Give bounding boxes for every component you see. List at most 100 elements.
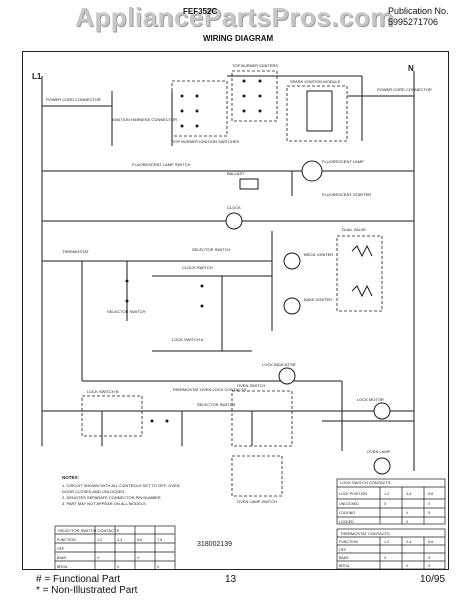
dual-valve-box	[336, 235, 383, 312]
ballast-icon	[239, 178, 259, 190]
label-selector-switch-3: SELECTOR SWITCH	[197, 402, 235, 407]
spark-module-box	[286, 85, 348, 142]
label-selector-switch-2: SELECTOR SWITCH	[107, 309, 145, 314]
label-power-cord-left: POWER CORD CONNECTOR	[46, 97, 101, 102]
watermark: AppliancePartsPros.com	[75, 2, 394, 32]
selector-table-cell: BAKE	[57, 556, 67, 560]
lock-table-cell: X	[406, 520, 409, 524]
burner-switch-group	[171, 80, 228, 137]
label-oven-lamp: OVEN LAMP	[367, 449, 391, 454]
thermo-table-cell: OFF	[339, 548, 347, 552]
spark-module-icon	[306, 90, 333, 132]
legend-non-illustrated: * = Non-Illustrated Part	[36, 585, 138, 596]
label-lock-switch-b: LOCK SWITCH B	[87, 389, 119, 394]
label-power-cord-right: POWER CORD CONNECTOR	[377, 87, 432, 92]
note-1b: DOOR CLOSED AND UNLOCKED.	[62, 489, 125, 494]
oven-switch-box	[231, 390, 293, 447]
thermo-table-header: FUNCTION	[339, 540, 358, 544]
lock-table-cell: UNLOCKED	[339, 502, 359, 506]
diagram-frame	[22, 51, 449, 570]
label-spark-module: SPARK IGNITION MODULE	[290, 79, 341, 84]
selector-table-cell: BROIL	[57, 565, 68, 569]
label-oven-lamp-switch: OVEN LAMP SWITCH	[237, 499, 277, 504]
selector-table-cell: X	[117, 565, 120, 569]
clock-icon	[225, 212, 243, 230]
thermo-table-cell: BROIL	[339, 564, 350, 568]
note-1: 1. CIRCUIT SHOWN WITH ALL CONTROLS SET T…	[62, 483, 180, 488]
label-oven-switch: OVEN SWITCH	[237, 383, 265, 388]
diagram-title: WIRING DIAGRAM	[203, 34, 274, 43]
selector-table-header: 3-4	[117, 538, 122, 542]
lock-table-cell: X	[428, 502, 431, 506]
thermo-table-header: 1-2	[384, 540, 389, 544]
label-dual-valve: DUAL VALVE	[342, 227, 366, 232]
revision-date: 10/95	[420, 574, 446, 585]
label-ballast: BALLAST	[227, 171, 245, 176]
label-ignition-harness: IGNITION HARNESS CONNECTOR	[112, 117, 177, 122]
label-broil-ignitor: BROIL IGNITER	[304, 252, 333, 257]
label-clock-switch: CLOCK SWITCH	[182, 265, 213, 270]
thermo-table-cell: BAKE	[339, 556, 349, 560]
publication-label: Publication No.	[388, 6, 449, 16]
legend-functional: # = Functional Part	[36, 574, 121, 585]
lock-table-header: LOCK POSITION	[339, 492, 367, 496]
note-3: 3. PART MAY NOT APPEAR ON ALL MODELS.	[62, 501, 147, 506]
selector-table-header: 5-6	[137, 538, 142, 542]
page-number: 13	[225, 574, 237, 585]
notes-title: NOTES:	[62, 475, 80, 480]
lock-table-cell: X	[406, 511, 409, 515]
selector-table-cell: X	[97, 556, 100, 560]
lock-table-header: 1-2	[384, 492, 389, 496]
label-clock: CLOCK	[227, 205, 241, 210]
label-n: N	[408, 64, 414, 73]
publication-number: 5995271706	[388, 17, 439, 27]
lock-table-cell: X	[384, 502, 387, 506]
broil-ignitor-icon	[283, 252, 301, 270]
thermo-table-header: 3-4	[406, 540, 411, 544]
label-lock-indicator: LOCK INDICATOR	[262, 362, 296, 367]
label-fluorescent-starter: FLUORESCENT STARTER	[322, 192, 371, 197]
oven-lamp-switch-box	[231, 455, 283, 497]
label-bake-ignitor: BAKE IGNITER	[304, 297, 332, 302]
ignitor-group	[231, 70, 278, 122]
lock-table-header: 3-4	[406, 492, 411, 496]
thermostat-contacts-table	[336, 528, 446, 570]
note-2: 2. DENOTES SEPARATE CONNECTOR PIN NUMBER	[62, 495, 161, 500]
label-lock-switch-a: LOCK SWITCH A	[172, 337, 204, 342]
label-thermostat-lock: THERMOSTAT OVEN LOCK CONTACTS	[172, 387, 246, 392]
lock-switch-b-box	[81, 395, 143, 437]
thermo-table-cell: X	[384, 556, 387, 560]
thermo-table-cell: X	[428, 564, 431, 568]
lock-table-cell: X	[428, 511, 431, 515]
lock-table-cell: LOCKING	[339, 511, 355, 515]
selector-table-cell: OFF	[57, 547, 65, 551]
label-selector-switch: SELECTOR SWITCH	[192, 247, 230, 252]
label-l1: L1	[32, 72, 42, 81]
oven-lamp-icon	[373, 457, 391, 475]
label-thermostat-contacts: THERMOSTAT CONTACTS	[340, 531, 390, 536]
label-fluorescent-switch: FLUORESCENT LAMP SWITCH	[132, 162, 191, 167]
label-lock-motor: LOCK MOTOR	[357, 397, 384, 402]
selector-table-cell: X	[137, 556, 140, 560]
selector-table-header: 1-2	[97, 538, 102, 542]
thermo-table-header: 5-6	[428, 540, 433, 544]
selector-table-header: FUNCTION	[57, 538, 76, 542]
lock-switch-table	[336, 478, 446, 525]
selector-table-cell: X	[157, 565, 160, 569]
label-burner-ignitors: TOP BURNER IGNITERS	[232, 63, 278, 68]
thermo-table-cell: X	[406, 564, 409, 568]
lock-motor-icon	[373, 402, 391, 420]
label-fluorescent-lamp: FLUORESCENT LAMP	[322, 159, 364, 164]
fluorescent-lamp-icon	[301, 160, 323, 182]
label-thermostat: THERMOSTAT	[62, 249, 90, 254]
label-lock-switch-contacts: LOCK SWITCH CONTACTS	[340, 480, 391, 485]
bake-ignitor-icon	[283, 297, 301, 315]
lock-table-cell: LOCKED	[339, 520, 354, 524]
model-number: FEF352C	[183, 7, 218, 16]
wiring-diagram: L1 N POWER CORD CONNECTOR POWER CORD CON…	[32, 63, 446, 570]
lock-indicator-icon	[278, 367, 296, 385]
part-number: 318002139	[197, 541, 232, 548]
selector-table-header: 7-8	[157, 538, 162, 542]
thermo-table-cell: X	[428, 556, 431, 560]
label-selector-contacts: SELECTOR SWITCH CONTACTS	[58, 528, 120, 533]
